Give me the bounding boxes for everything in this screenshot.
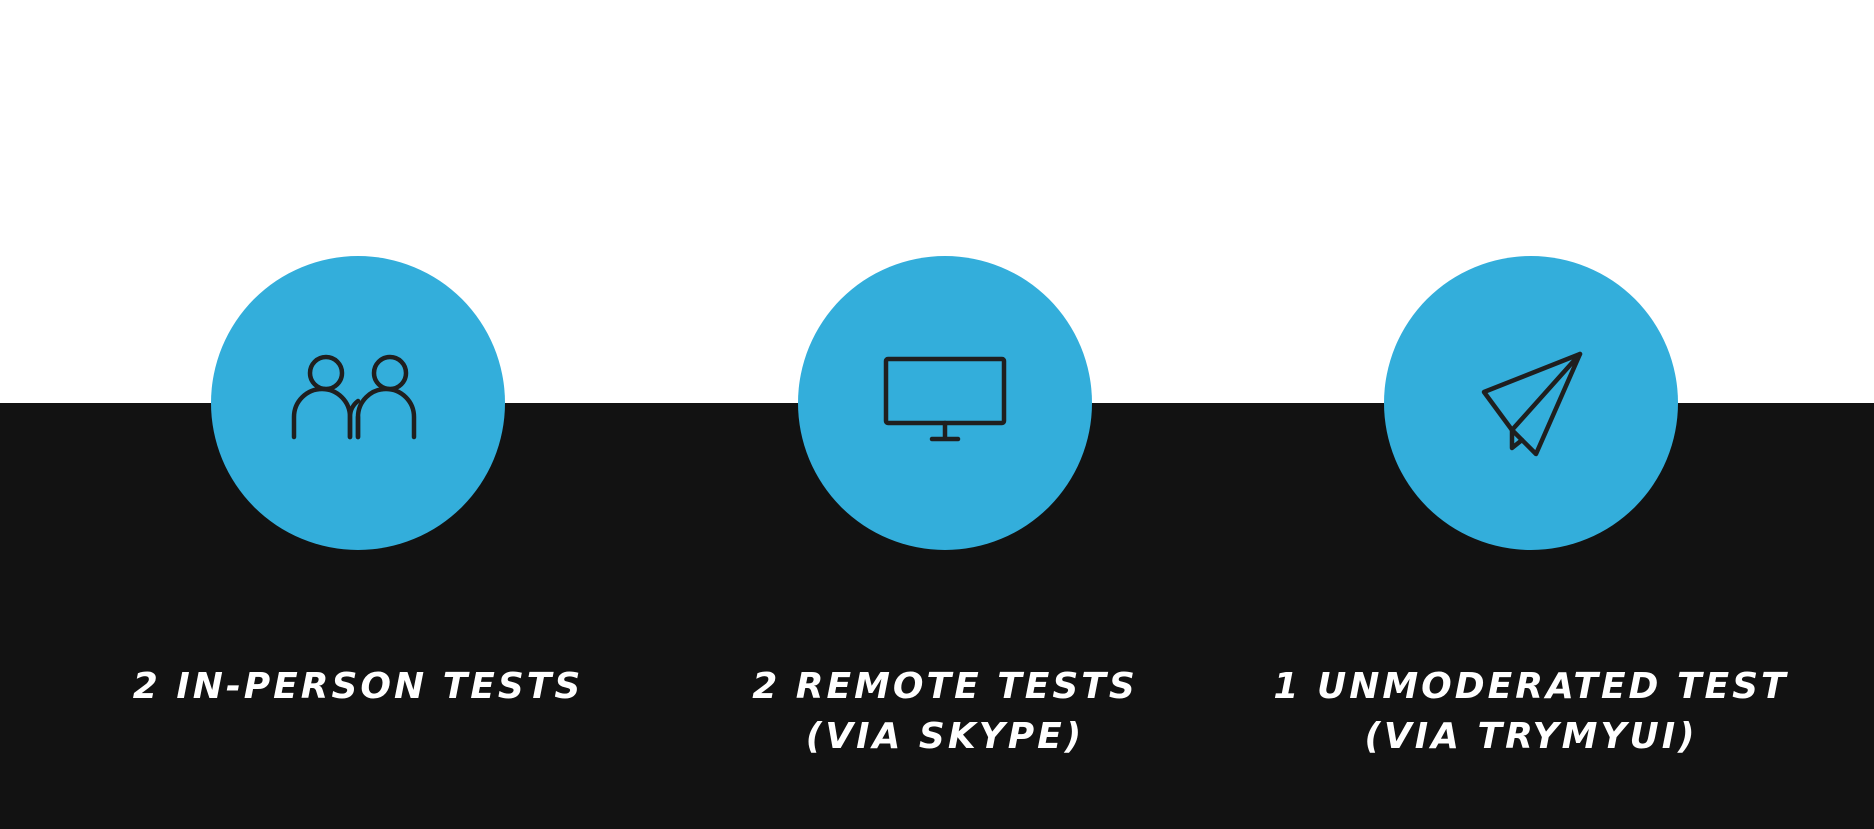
users-icon	[291, 354, 417, 440]
remote-tests-circle	[798, 256, 1092, 550]
caption-line: (VIA SKYPE)	[805, 716, 1085, 757]
unmoderated-test-caption: 1 UNMODERATED TEST (VIA TRYMYUI)	[1211, 662, 1851, 762]
in-person-tests-caption: 2 IN-PERSON TESTS	[38, 662, 678, 712]
in-person-tests-circle	[211, 256, 505, 550]
caption-line: 2 IN-PERSON TESTS	[132, 666, 584, 707]
remote-tests-caption: 2 REMOTE TESTS (VIA SKYPE)	[625, 662, 1265, 762]
caption-line: (VIA TRYMYUI)	[1364, 716, 1698, 757]
monitor-icon	[883, 356, 1007, 442]
caption-line: 2 REMOTE TESTS	[752, 666, 1138, 707]
unmoderated-test-circle	[1384, 256, 1678, 550]
paper-plane-icon	[1481, 351, 1583, 457]
caption-line: 1 UNMODERATED TEST	[1273, 666, 1789, 707]
